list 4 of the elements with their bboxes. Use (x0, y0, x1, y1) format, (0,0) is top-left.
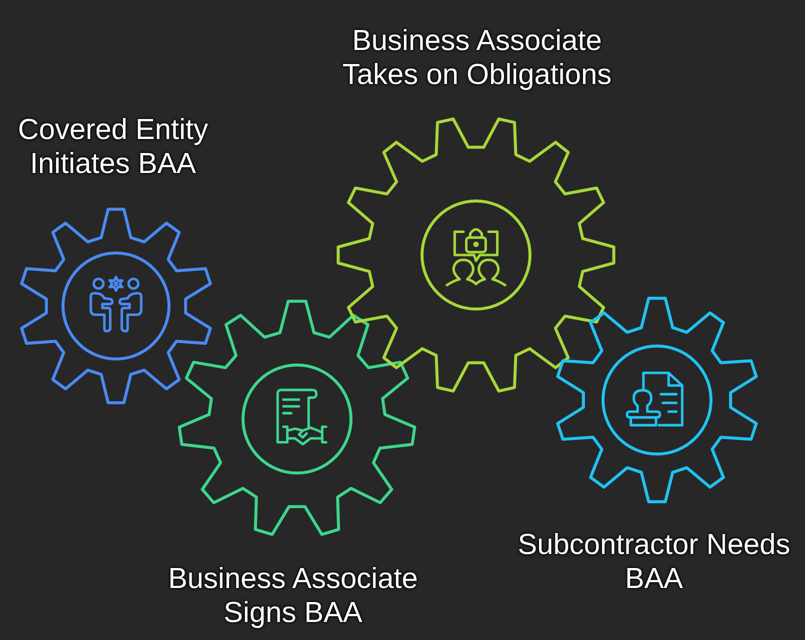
step-title: Covered Entity Initiates BAA (16, 113, 210, 181)
step-title: Business Associate Takes on Obligations (341, 24, 613, 92)
step-title: Business Associate Signs BAA (167, 562, 419, 630)
step-title: Subcontractor Needs BAA (516, 528, 792, 596)
